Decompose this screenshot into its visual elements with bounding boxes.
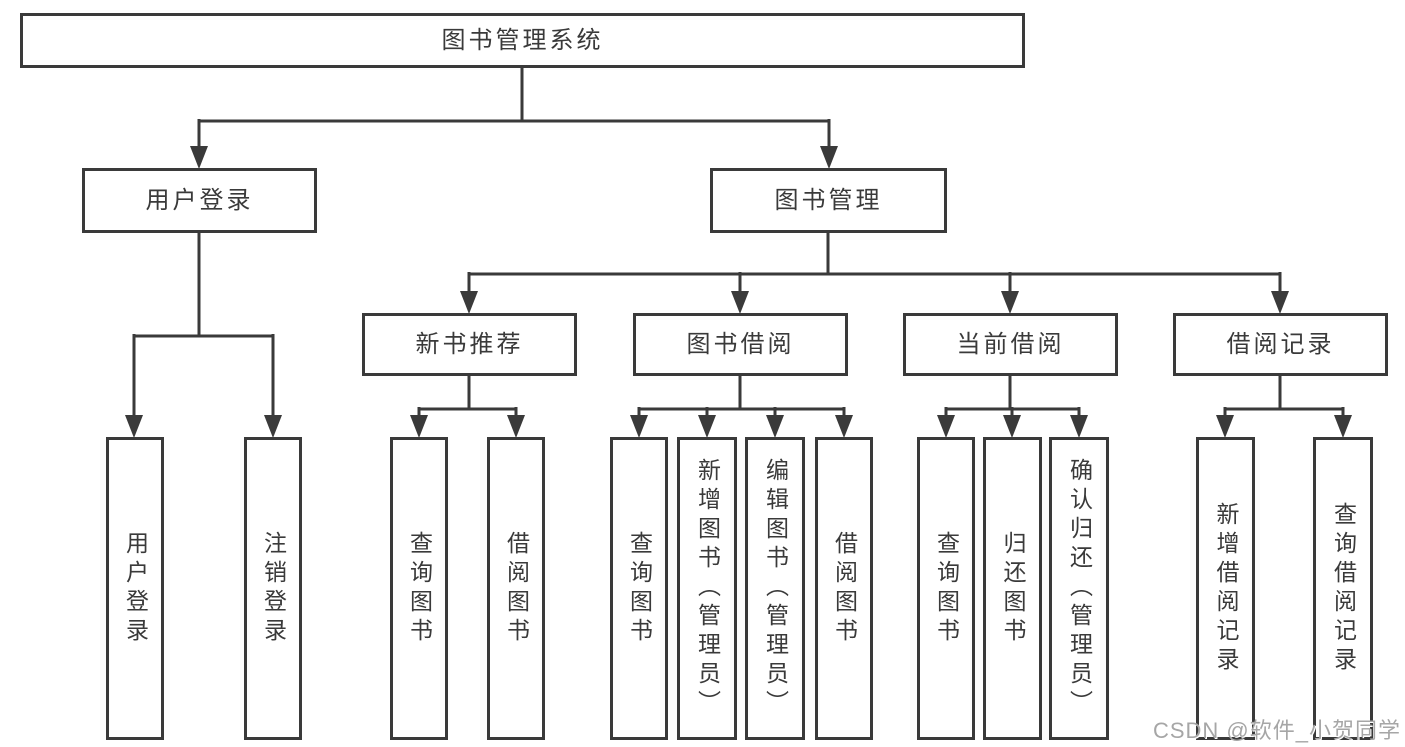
leaf-edit-book-admin-label: 编辑图书（管理员） <box>762 458 789 719</box>
node-user-login: 用户登录 <box>82 168 317 233</box>
leaf-query-book-newrec-label: 查询图书 <box>406 530 433 647</box>
node-book-borrow: 图书借阅 <box>633 313 848 376</box>
node-user-login-label: 用户登录 <box>145 186 254 214</box>
node-new-book-recommend: 新书推荐 <box>362 313 577 376</box>
leaf-query-borrow-record-label: 查询借阅记录 <box>1330 501 1357 676</box>
leaf-edit-book-admin: 编辑图书（管理员） <box>745 437 805 740</box>
node-root-system: 图书管理系统 <box>20 13 1025 68</box>
leaf-user-login: 用户登录 <box>106 437 164 740</box>
leaf-add-borrow-record: 新增借阅记录 <box>1196 437 1255 740</box>
node-book-borrow-label: 图书借阅 <box>686 330 795 358</box>
leaf-return-book-label: 归还图书 <box>1000 530 1026 647</box>
node-current-borrow: 当前借阅 <box>903 313 1118 376</box>
leaf-logout-login-label: 注销登录 <box>260 530 287 647</box>
node-book-management-label: 图书管理 <box>774 186 883 214</box>
node-borrow-records: 借阅记录 <box>1173 313 1388 376</box>
watermark: CSDN @软件_小贺同学 <box>1152 718 1401 743</box>
arrowheads <box>125 146 1352 438</box>
leaf-return-book: 归还图书 <box>983 437 1042 740</box>
leaf-query-book-borrow: 查询图书 <box>610 437 668 740</box>
leaf-confirm-return-admin-label: 确认归还（管理员） <box>1066 458 1093 719</box>
node-current-borrow-label: 当前借阅 <box>956 330 1065 358</box>
leaf-add-book-admin-label: 新增图书（管理员） <box>694 458 721 719</box>
leaf-logout-login: 注销登录 <box>244 437 302 740</box>
leaf-query-book-current-label: 查询图书 <box>933 530 960 647</box>
node-book-management: 图书管理 <box>710 168 947 233</box>
node-root-label: 图书管理系统 <box>441 26 604 54</box>
leaf-borrow-book-newrec: 借阅图书 <box>487 437 545 740</box>
leaf-borrow-book-newrec-label: 借阅图书 <box>503 530 530 647</box>
leaf-query-borrow-record: 查询借阅记录 <box>1313 437 1373 740</box>
leaf-borrow-book-borrow-label: 借阅图书 <box>831 530 858 647</box>
leaf-add-book-admin: 新增图书（管理员） <box>677 437 737 740</box>
leaf-query-book-current: 查询图书 <box>917 437 975 740</box>
leaf-user-login-label: 用户登录 <box>122 530 149 647</box>
leaf-query-book-newrec: 查询图书 <box>390 437 448 740</box>
leaf-add-borrow-record-label: 新增借阅记录 <box>1213 501 1239 676</box>
node-borrow-records-label: 借阅记录 <box>1226 330 1335 358</box>
leaf-confirm-return-admin: 确认归还（管理员） <box>1049 437 1109 740</box>
node-new-book-recommend-label: 新书推荐 <box>415 330 524 358</box>
leaf-query-book-borrow-label: 查询图书 <box>626 530 653 647</box>
leaf-borrow-book-borrow: 借阅图书 <box>815 437 873 740</box>
